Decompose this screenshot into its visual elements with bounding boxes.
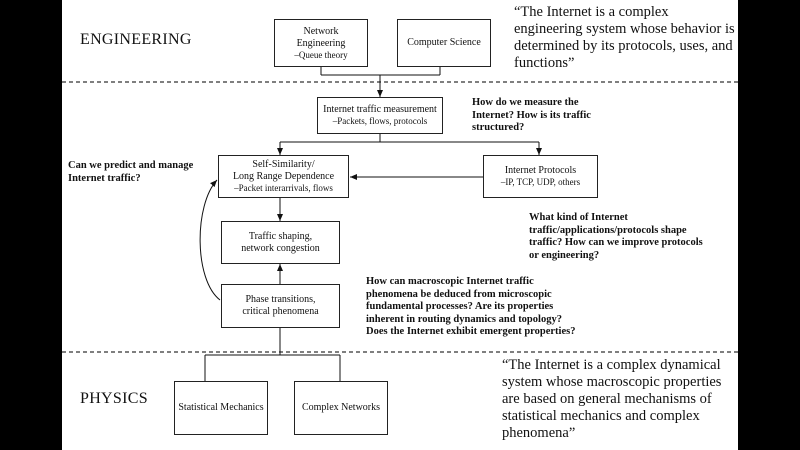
question-measure: How do we measure the Internet? How is i… (472, 97, 591, 133)
physics-label: PHYSICS (80, 390, 148, 407)
question-applications: What kind of Internet traffic/applicatio… (529, 212, 703, 261)
question-macroscopic: How can macroscopic Internet traffic phe… (366, 276, 576, 337)
question-predict: Can we predict and manage Internet traff… (68, 160, 194, 184)
phase-transitions-title: Phase transitions, (245, 294, 316, 305)
traffic-shaping-box: Traffic shaping, network congestion (221, 221, 340, 264)
diagram-canvas: ENGINEERING PHYSICS “The Internet is a c… (62, 0, 738, 450)
traffic-shaping-title: Traffic shaping, (248, 230, 313, 242)
traffic-shaping-title2: network congestion (241, 242, 320, 254)
connector-lines (62, 66, 738, 381)
self-similarity-box: Self-Similarity/ Long Range Dependence –… (218, 155, 349, 198)
network-engineering-box: Network Engineering –Queue theory (274, 19, 368, 67)
internet-protocols-box: Internet Protocols –IP, TCP, UDP, others (483, 155, 598, 198)
engineering-quote: “The Internet is a complex engineering s… (514, 4, 735, 71)
traffic-measurement-box: Internet traffic measurement –Packets, f… (317, 97, 443, 134)
computer-science-box: Computer Science (397, 19, 491, 67)
traffic-measurement-title: Internet traffic measurement (323, 104, 437, 115)
internet-protocols-title: Internet Protocols (504, 165, 577, 176)
engineering-label: ENGINEERING (80, 31, 192, 48)
self-similarity-title2: Long Range Dependence (232, 171, 335, 182)
complex-networks-title: Complex Networks (301, 402, 381, 413)
internet-protocols-sub: –IP, TCP, UDP, others (500, 177, 581, 187)
computer-science-title: Computer Science (407, 37, 481, 48)
self-similarity-sub: –Packet interarrivals, flows (234, 183, 333, 193)
traffic-measurement-sub: –Packets, flows, protocols (332, 116, 428, 126)
feedback-arrow (199, 179, 221, 301)
statistical-mechanics-box: Statistical Mechanics (174, 381, 268, 435)
network-engineering-sub: –Queue theory (294, 49, 348, 60)
phase-transitions-title2: critical phenomena (242, 306, 319, 317)
self-similarity-title: Self-Similarity/ (252, 159, 315, 170)
physics-quote: “The Internet is a complex dynamical sys… (502, 357, 722, 441)
phase-transitions-box: Phase transitions, critical phenomena (221, 284, 340, 328)
statistical-mechanics-title: Statistical Mechanics (178, 402, 264, 413)
network-engineering-title: Network Engineering (296, 25, 346, 49)
complex-networks-box: Complex Networks (294, 381, 388, 435)
